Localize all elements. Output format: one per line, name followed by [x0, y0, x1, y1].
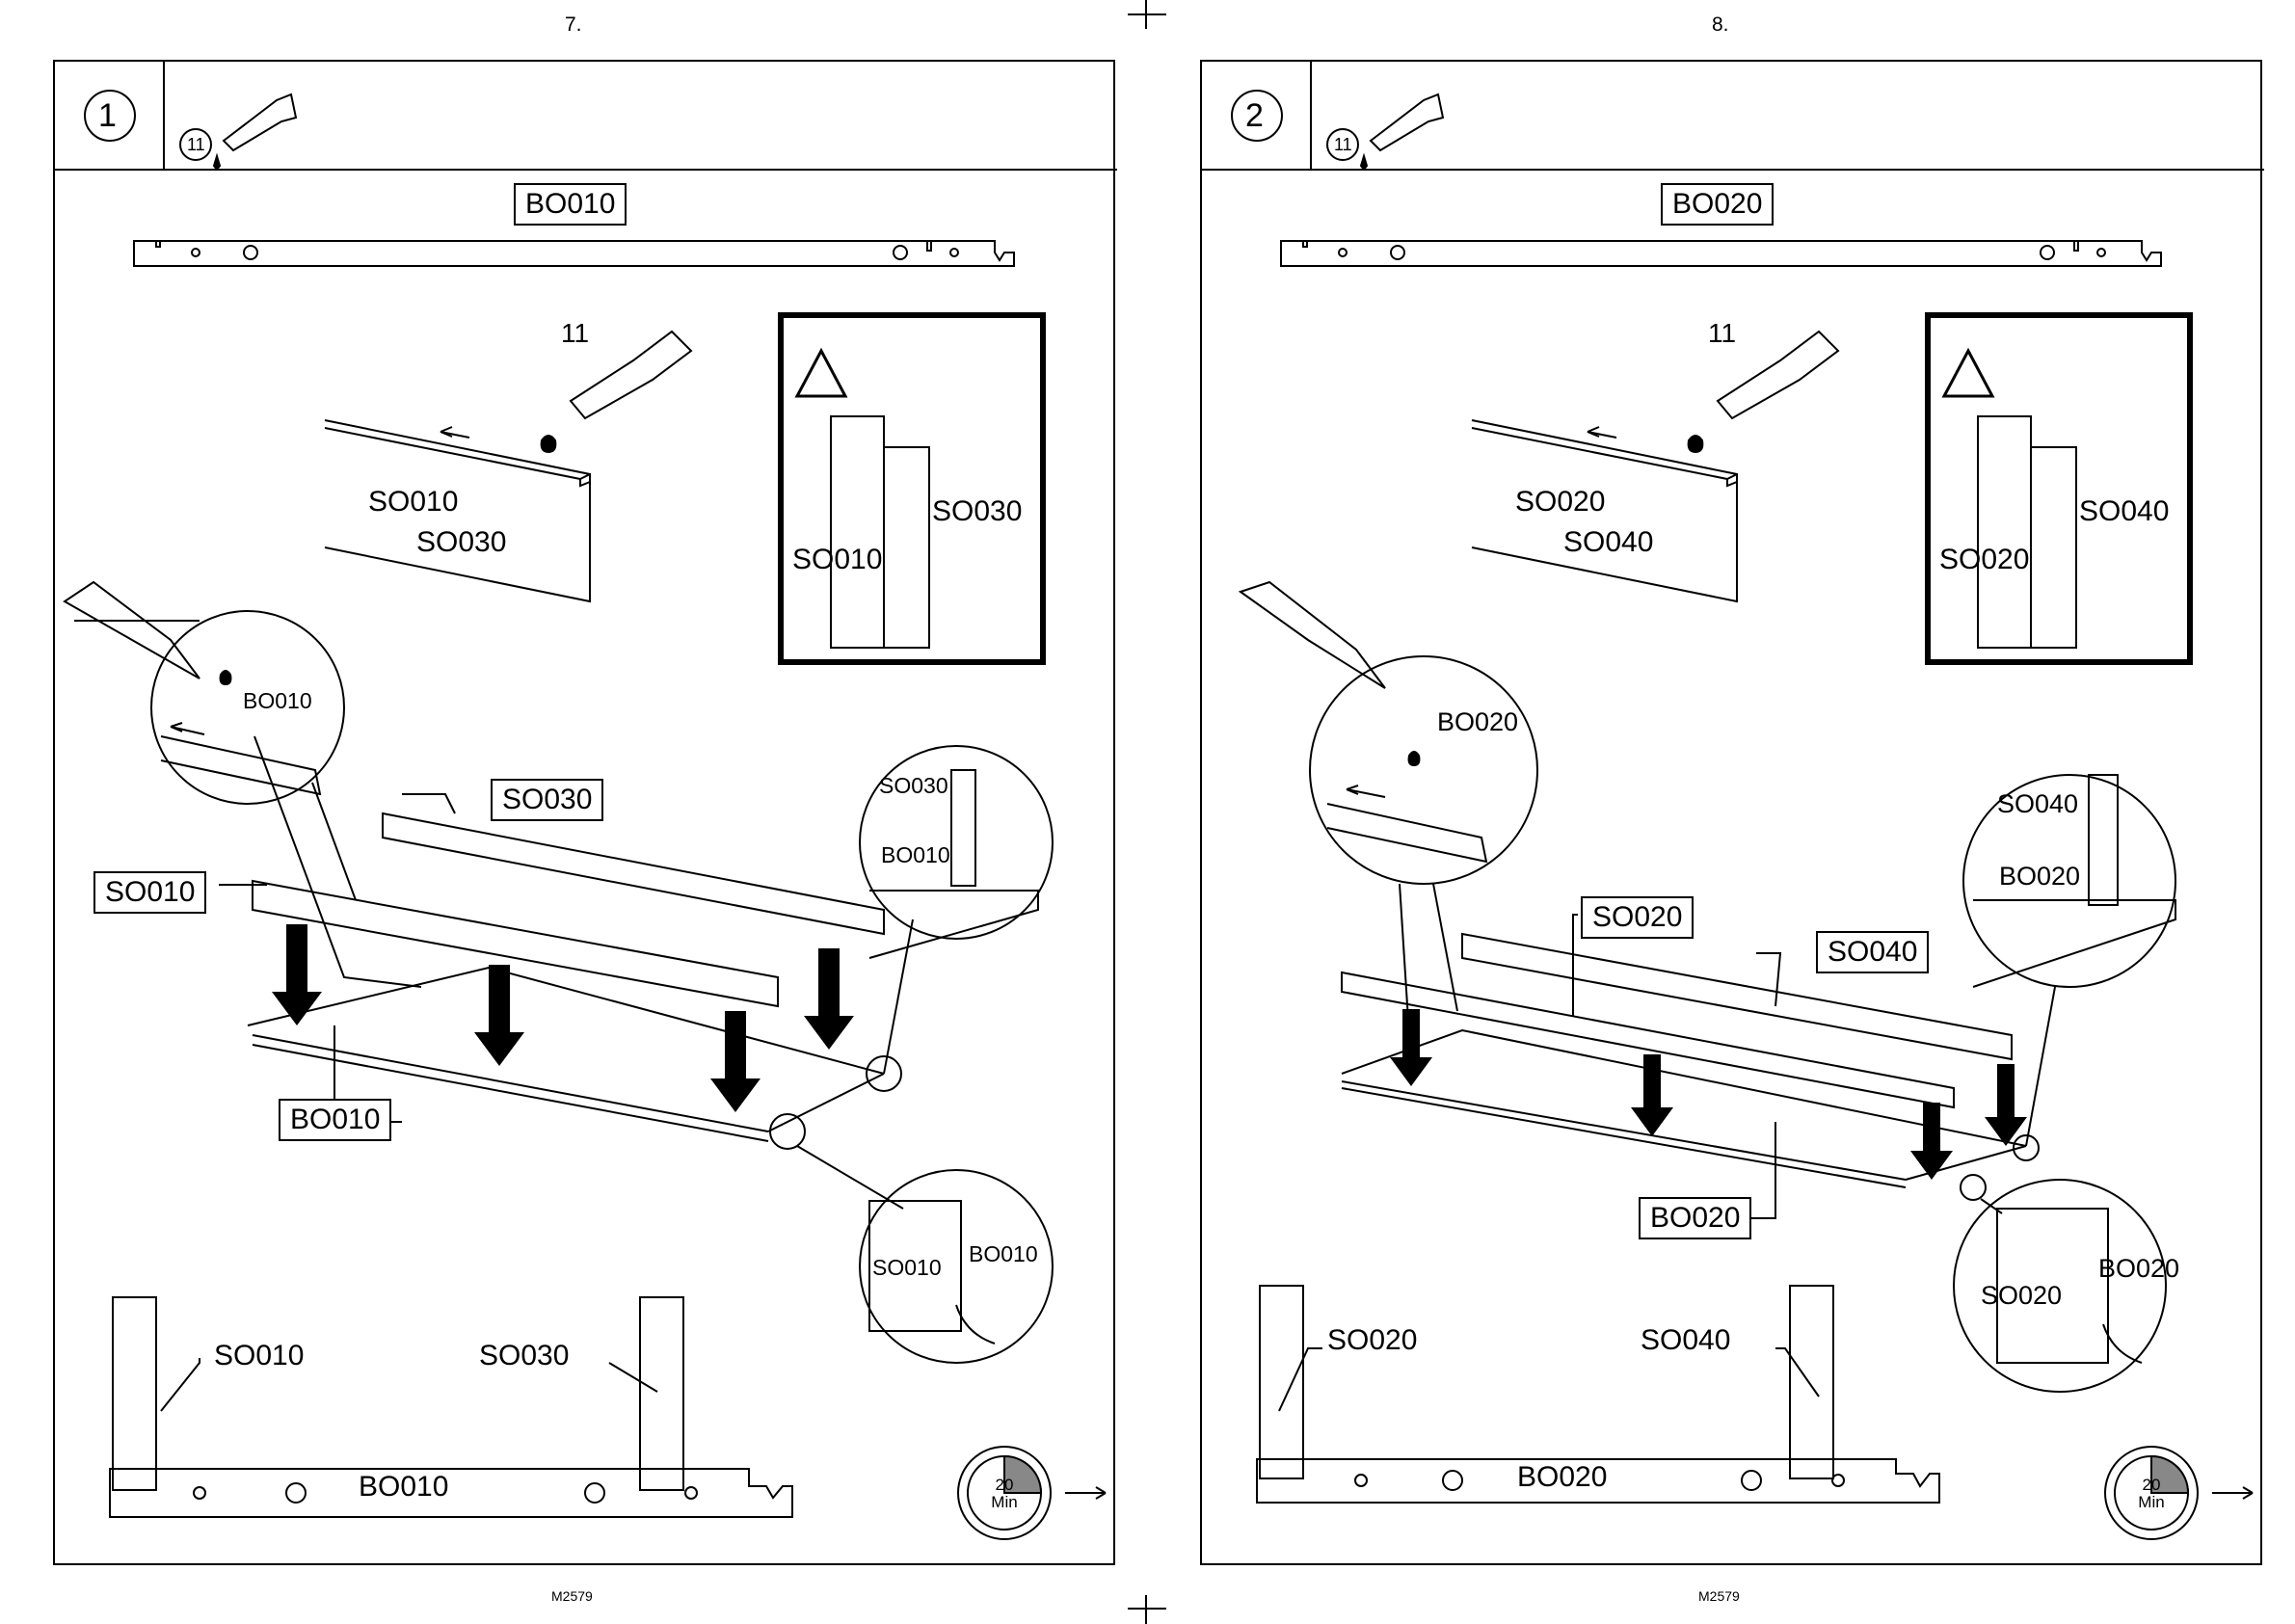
- zoom-bottom-board: BO010: [969, 1241, 1038, 1267]
- bottom-label-a: SO020: [1327, 1324, 1417, 1357]
- board-label-top: BO020: [1661, 183, 1774, 226]
- footer-code-right: M2579: [1698, 1588, 1740, 1604]
- footer-code-left: M2579: [551, 1588, 593, 1604]
- zoom-bottom-strip: SO010: [872, 1255, 942, 1281]
- strip-callout-a: SO020: [1581, 896, 1694, 939]
- glue-label: 11: [1708, 318, 1736, 349]
- strip-label-b: SO040: [1563, 526, 1653, 559]
- step-number: 2: [1245, 97, 1264, 135]
- strip-label-a: SO020: [1515, 486, 1605, 519]
- zoom-top-board: BO010: [881, 842, 950, 868]
- zoom-top-strip: SO030: [879, 773, 948, 799]
- board-callout: BO010: [279, 1099, 391, 1141]
- glue-label: 11: [561, 318, 589, 349]
- warning-label-a: SO020: [1939, 544, 2029, 576]
- instruction-panel-step-2: 2 11 BO020 11 SO020 SO040 SO020 SO040 BO…: [1200, 60, 2262, 1565]
- crop-mark-top-h: [1128, 13, 1166, 15]
- glue-reference: 11: [187, 135, 205, 155]
- bottom-board-label: BO020: [1517, 1461, 1607, 1494]
- zoom-bottom-strip: SO020: [1981, 1281, 2062, 1311]
- warning-label-b: SO030: [932, 495, 1022, 528]
- glue-reference: 11: [1334, 135, 1352, 155]
- page-number-8: 8.: [1712, 13, 1729, 37]
- bottom-board-label: BO010: [359, 1471, 448, 1504]
- page-number-7: 7.: [565, 13, 582, 37]
- bottom-label-b: SO040: [1641, 1324, 1730, 1357]
- crop-mark-bottom: [1145, 1595, 1147, 1624]
- crop-mark-bottom-h: [1128, 1608, 1166, 1610]
- strip-callout-a: SO010: [93, 871, 206, 914]
- bottom-label-a: SO010: [214, 1340, 304, 1372]
- board-callout: BO020: [1639, 1197, 1751, 1239]
- zoom-board-label: BO010: [243, 688, 312, 714]
- strip-label-b: SO030: [416, 526, 506, 559]
- strip-callout-b: SO030: [491, 779, 603, 821]
- board-label-top: BO010: [514, 183, 627, 226]
- warning-label-b: SO040: [2079, 495, 2169, 528]
- bottom-label-b: SO030: [479, 1340, 569, 1372]
- zoom-top-board: BO020: [1999, 862, 2080, 892]
- zoom-board-label: BO020: [1437, 707, 1518, 737]
- instruction-panel-step-1: 1 11 BO010 11 SO010 SO030 SO010 SO030 BO…: [53, 60, 1115, 1565]
- zoom-top-strip: SO040: [1997, 789, 2078, 819]
- strip-callout-b: SO040: [1816, 931, 1929, 973]
- step-number: 1: [98, 97, 117, 135]
- warning-label-a: SO010: [792, 544, 882, 576]
- time-estimate: 20 Min: [980, 1477, 1028, 1511]
- strip-label-a: SO010: [368, 486, 458, 519]
- zoom-bottom-board: BO020: [2098, 1254, 2179, 1284]
- time-estimate: 20 Min: [2127, 1477, 2175, 1511]
